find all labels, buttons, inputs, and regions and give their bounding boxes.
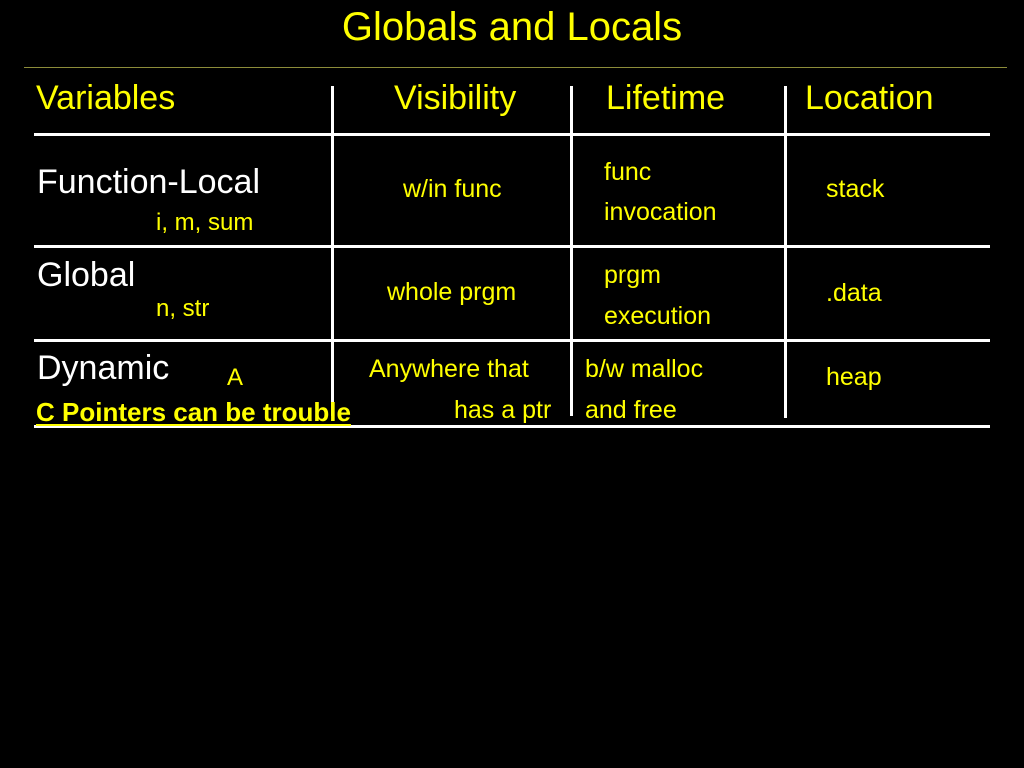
pointer-warning-note: C Pointers can be trouble bbox=[36, 397, 351, 427]
cell-lifetime-global-line1: prgm bbox=[604, 261, 661, 289]
row-rule-2 bbox=[34, 339, 990, 342]
row-examples-dynamic: A bbox=[227, 364, 244, 391]
row-label-dynamic: Dynamic bbox=[37, 349, 170, 387]
header-rule bbox=[34, 133, 990, 136]
cell-visibility-dynamic-line2: has a ptr bbox=[454, 396, 552, 424]
slide-title: Globals and Locals bbox=[341, 5, 683, 49]
header-location: Location bbox=[805, 79, 934, 117]
cell-location-function-local: stack bbox=[826, 175, 885, 203]
cell-visibility-dynamic-line1: Anywhere that bbox=[369, 355, 529, 383]
row-label-global: Global bbox=[37, 256, 136, 294]
title-divider bbox=[24, 67, 1007, 68]
table-bottom-rule bbox=[34, 425, 990, 428]
cell-lifetime-global-line2: execution bbox=[604, 302, 712, 330]
column-divider-3 bbox=[784, 86, 787, 418]
row-rule-1 bbox=[34, 245, 990, 248]
row-label-function-local: Function-Local bbox=[37, 163, 261, 201]
cell-location-global: .data bbox=[826, 279, 882, 307]
cell-lifetime-dynamic-line2: and free bbox=[585, 396, 677, 424]
column-divider-1 bbox=[331, 86, 334, 416]
cell-lifetime-dynamic-line1: b/w malloc bbox=[585, 355, 704, 383]
header-variables: Variables bbox=[36, 79, 176, 117]
header-lifetime: Lifetime bbox=[606, 79, 726, 117]
header-visibility: Visibility bbox=[394, 79, 517, 117]
cell-location-dynamic: heap bbox=[826, 363, 882, 391]
cell-visibility-function-local: w/in func bbox=[403, 175, 502, 203]
cell-visibility-global: whole prgm bbox=[387, 278, 517, 306]
cell-lifetime-function-local-line2: invocation bbox=[604, 198, 717, 226]
row-examples-global: n, str bbox=[156, 295, 210, 322]
cell-lifetime-function-local-line1: func bbox=[604, 158, 652, 186]
column-divider-2 bbox=[570, 86, 573, 416]
row-examples-function-local: i, m, sum bbox=[156, 209, 254, 236]
